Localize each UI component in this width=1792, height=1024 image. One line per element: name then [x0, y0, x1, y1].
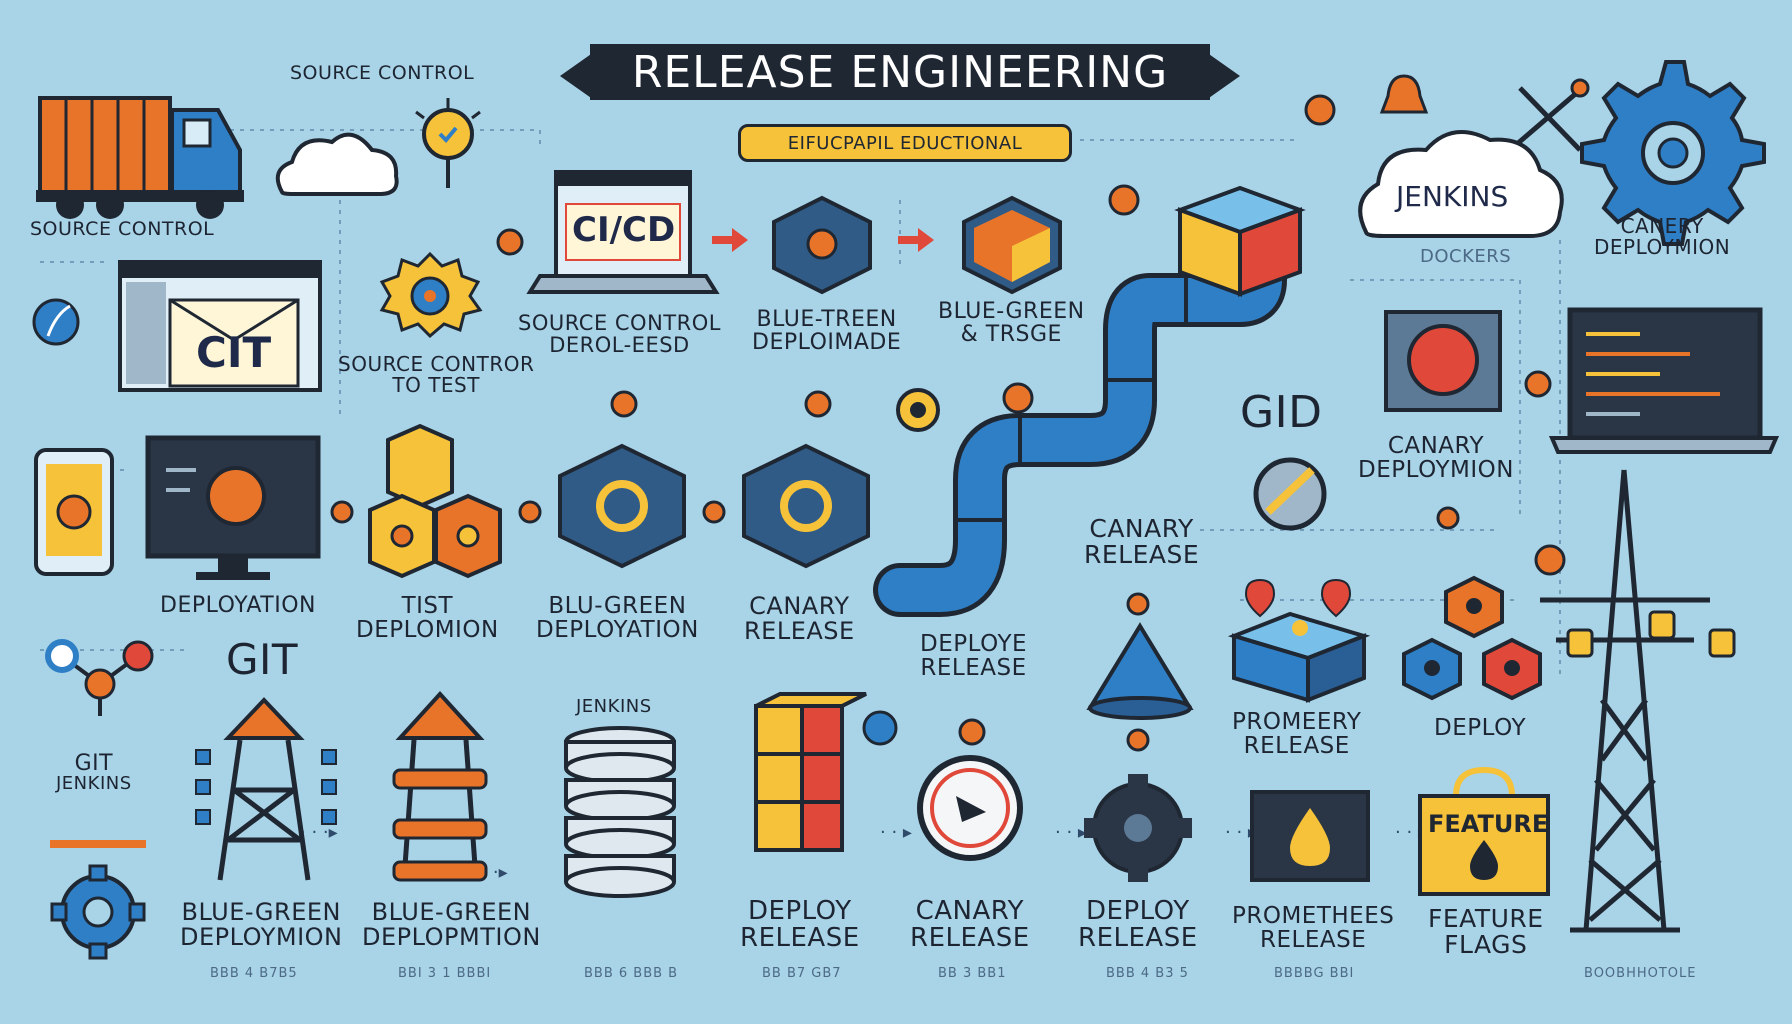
cube-icon — [1174, 185, 1306, 297]
tower-icon-2 — [392, 691, 488, 882]
jenkins-cloud-text: JENKINS — [1396, 180, 1509, 213]
serial-text: BOOBHHOTOLE — [1584, 966, 1697, 981]
label-source-control-top: SOURCE CONTROL — [290, 62, 475, 84]
serial-text: BBI 3 1 BBBI — [398, 966, 492, 981]
subtitle-badge: EIFUCPAPIL EDUCTIONAL — [738, 124, 1072, 162]
hexagon-gear-icon — [772, 195, 872, 295]
label-jenkins-db: JENKINS — [576, 696, 652, 717]
phone-icon — [34, 448, 114, 576]
cloud-icon — [275, 132, 399, 196]
power-tower-icon — [1540, 469, 1710, 933]
svg-text:· · ·▸: · · ·▸ — [300, 822, 338, 843]
svg-text:· · ▸: · · ▸ — [1055, 822, 1087, 843]
laptop-code-icon — [1548, 307, 1780, 454]
cone-icon — [1086, 622, 1194, 720]
serial-text: BB B7 GB7 — [762, 966, 842, 981]
cross-tools-icon — [1508, 78, 1590, 152]
arrow-icons — [712, 228, 934, 252]
cicd-screen-text: CI/CD — [572, 210, 676, 250]
hexagon-cube-icon — [962, 195, 1062, 295]
label-deployment: DEPLOYATION — [160, 593, 316, 618]
server-icon — [1227, 611, 1371, 703]
serial-text: BBB 4 B3 5 — [1106, 966, 1189, 981]
node-dots — [330, 94, 1566, 752]
pin-icons — [1244, 578, 1352, 618]
canary-target-icon — [862, 710, 1023, 861]
label-blue-green-trsge: BLUE-GREEN& TRSGE — [938, 299, 1085, 348]
gear-dark-icon — [1084, 774, 1192, 882]
stacked-cubes-icon — [368, 423, 502, 579]
tower-lamps — [1566, 610, 1736, 658]
git-nodes-icon — [45, 639, 154, 716]
git-screen-text: CIT — [196, 328, 272, 377]
svg-text:· · ▸: · · ▸ — [880, 822, 912, 843]
lightbulb-icon — [415, 98, 481, 188]
block-stack-icon — [754, 692, 867, 852]
title-banner: RELEASE ENGINEERING — [560, 40, 1240, 106]
hexagon-blue-gear-2 — [742, 443, 870, 569]
truck-icon — [36, 96, 244, 219]
gear-icon — [1580, 60, 1766, 246]
feature-bag-text: FEATURE — [1428, 810, 1549, 838]
feather-icon — [32, 298, 80, 346]
wrench-icon — [1253, 457, 1327, 531]
gear-sun-icon — [379, 251, 483, 339]
hexagon-blue-gear-1 — [558, 443, 686, 569]
banner-tail-left — [560, 52, 594, 100]
label-source-control-truck: SOURCE CONTROL — [30, 218, 215, 240]
svg-text:· · ▸: · · ▸ — [1225, 822, 1257, 843]
bar-small — [50, 840, 146, 848]
serial-text: BB 3 BB1 — [938, 966, 1007, 981]
target-icon — [896, 388, 940, 432]
page-title: RELEASE ENGINEERING — [590, 44, 1210, 100]
label-deploy-right: DEPLOY — [1434, 715, 1527, 741]
canary-screen-icon — [1384, 310, 1502, 412]
serial-text: BBB 6 BBB B — [584, 966, 679, 981]
feature-bag-icon — [1418, 766, 1550, 896]
bell-icon — [1379, 74, 1429, 114]
laptop-cicd-icon — [526, 170, 720, 294]
jenkins-cloud-icon — [1358, 130, 1564, 238]
serial-text: BBB 4 B7B5 — [210, 966, 298, 981]
serial-text: BBBBG BBI — [1274, 966, 1355, 981]
hexagon-cluster-icon — [1402, 575, 1542, 701]
pipeline-icon — [873, 203, 1287, 617]
label-gid: GID — [1240, 387, 1323, 438]
label-dockers: DOCKERS — [1420, 246, 1512, 267]
git-window-icon — [118, 260, 322, 392]
droplet-icon — [1250, 790, 1370, 882]
gear-small-icon — [50, 864, 146, 960]
banner-tail-right — [1206, 52, 1240, 100]
label-git-big: GIT — [226, 635, 299, 684]
database-icon — [564, 726, 676, 898]
monitor-icon — [145, 435, 321, 580]
tower-icon-1 — [195, 697, 337, 881]
